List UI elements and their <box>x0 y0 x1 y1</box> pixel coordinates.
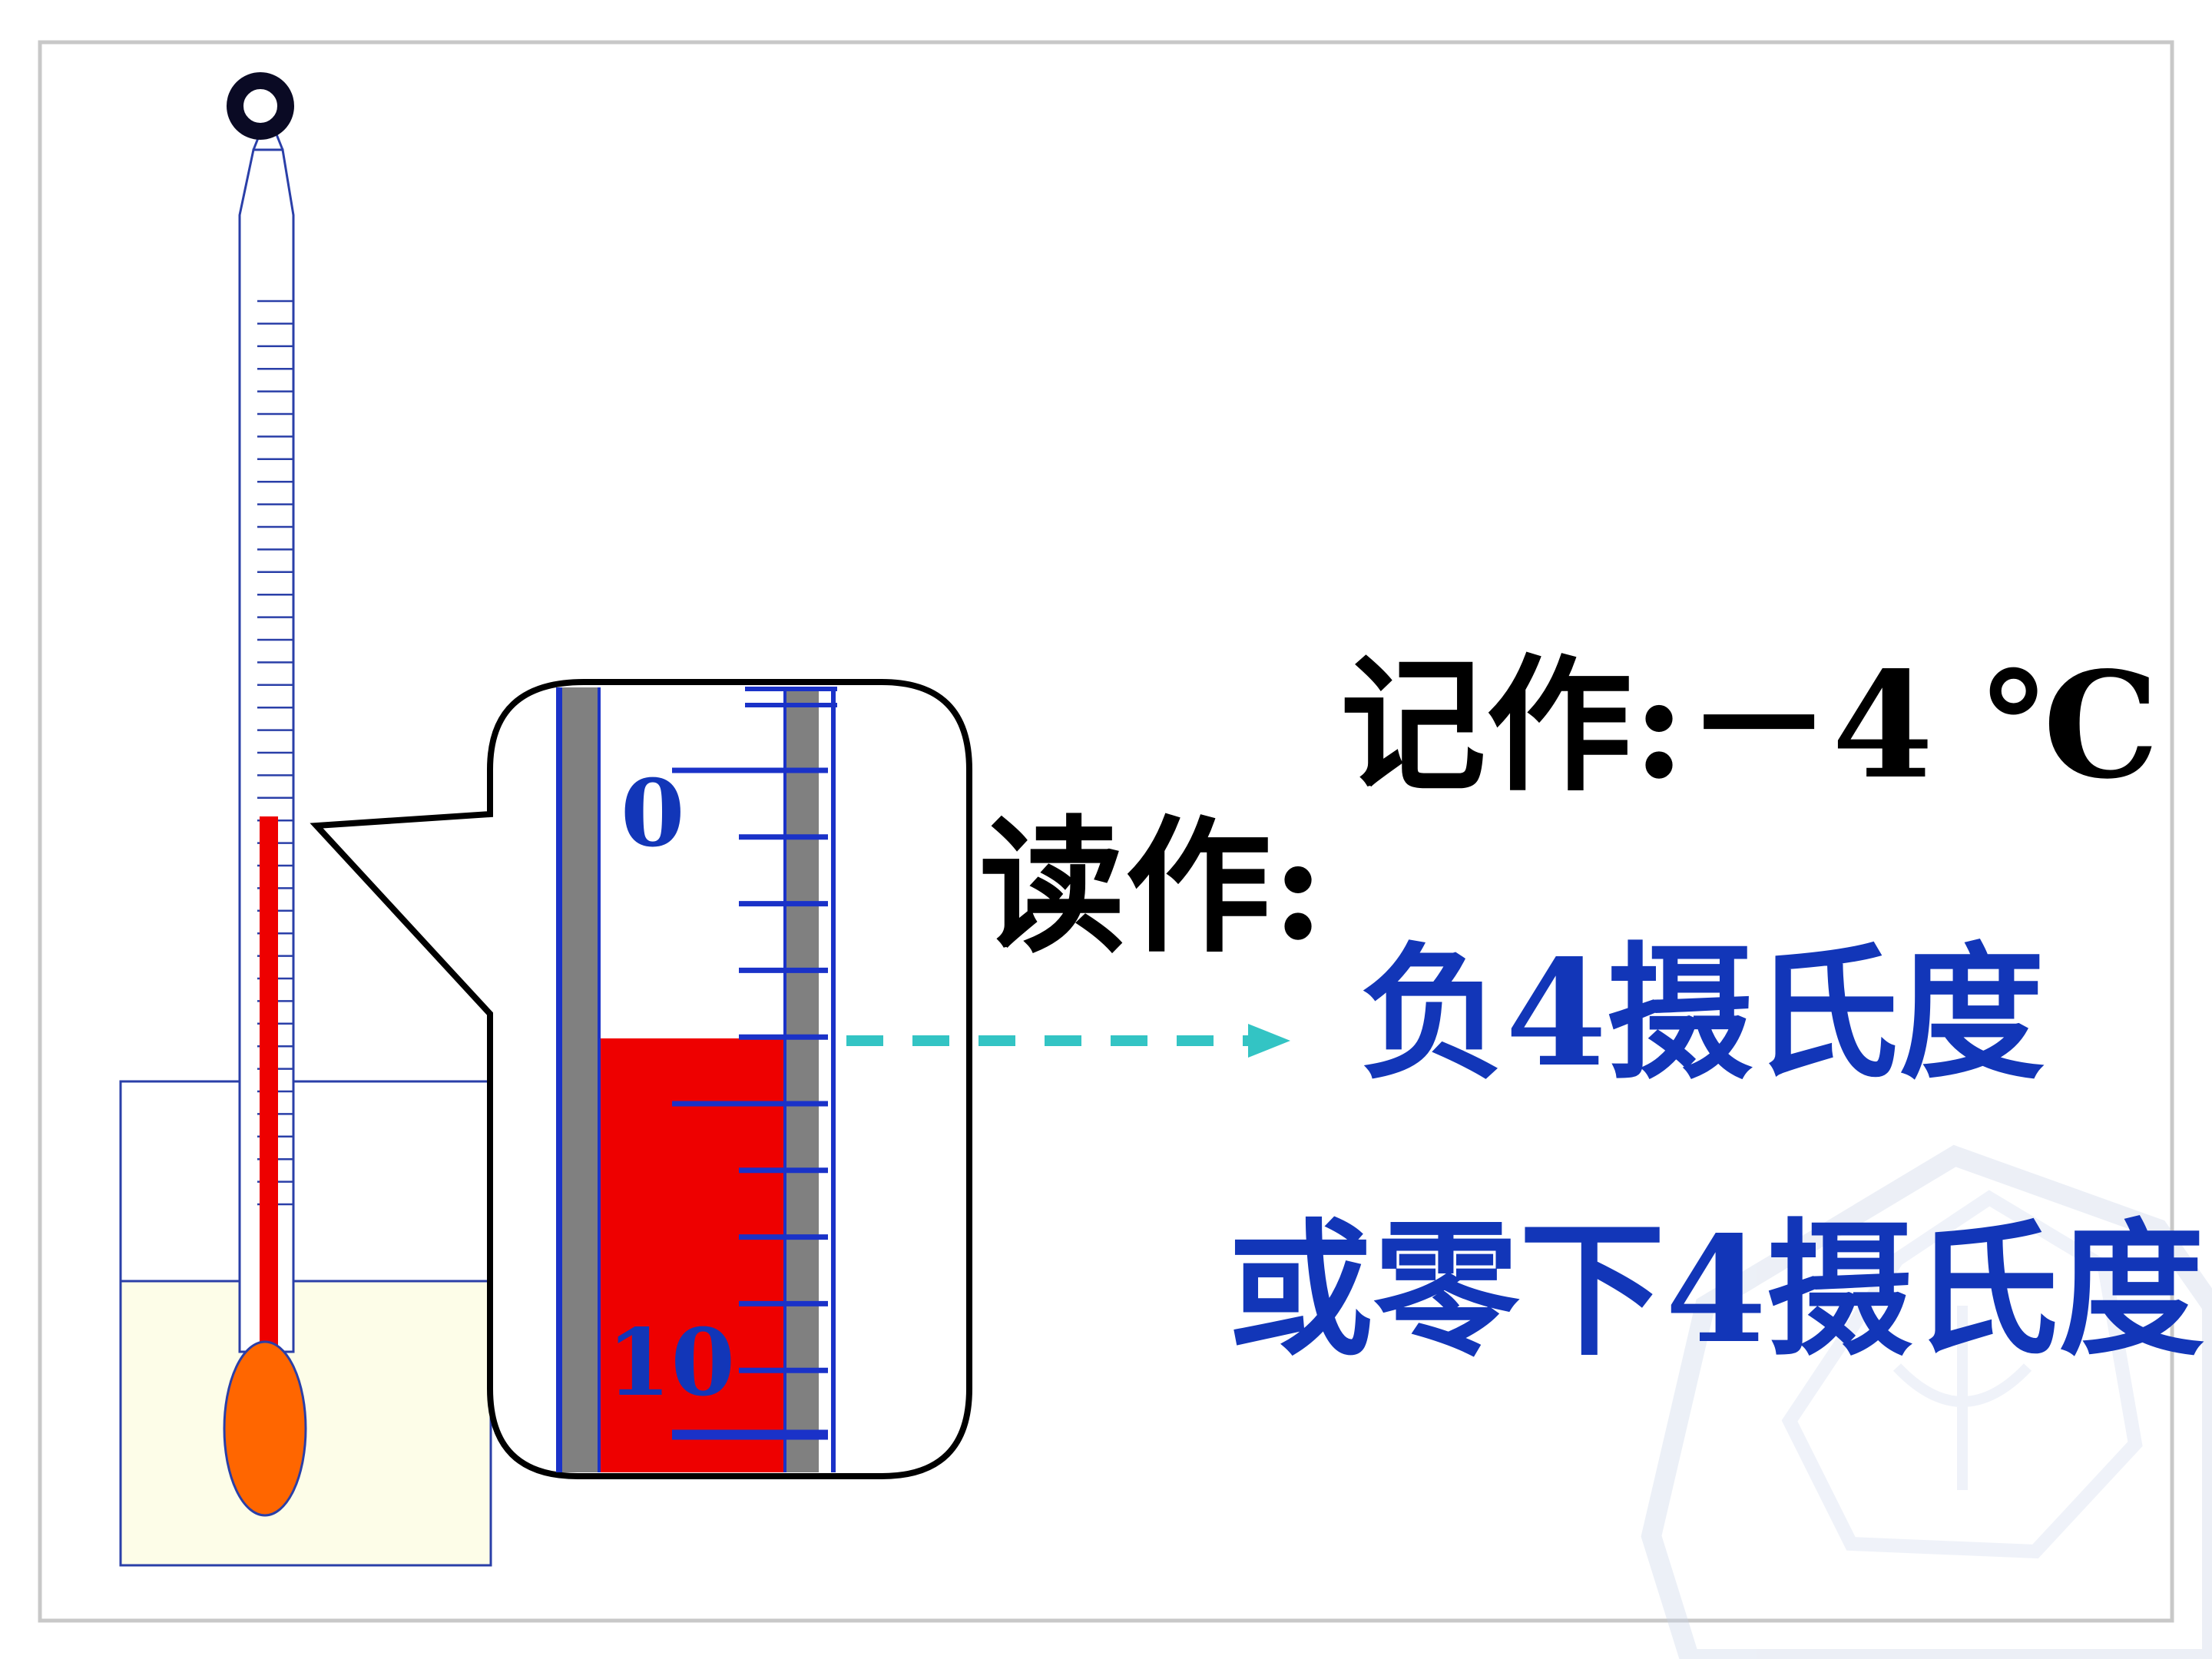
magnified-scale-ticks <box>672 767 828 1440</box>
thermometer-bulb <box>223 1340 307 1517</box>
scale-label-zero: 0 <box>621 760 685 868</box>
magnified-left-wall <box>559 687 599 1472</box>
read-as-prefix: 读作: <box>979 801 1326 972</box>
magnified-liquid <box>599 1038 785 1472</box>
scale-label-ten: 10 <box>607 1309 735 1417</box>
record-as-text: 记作:－4 ℃ <box>1340 640 2160 811</box>
liquid-column <box>260 816 278 1375</box>
reading-arrow-head <box>1248 1024 1290 1058</box>
reading-line-1: 负4摄氏度 <box>1359 928 2045 1099</box>
watermark-logo <box>1641 1144 2212 1659</box>
magnified-right-wall <box>785 687 819 1472</box>
slide-frame <box>38 40 2174 1623</box>
reading-line-2: 或零下4摄氏度 <box>1227 1204 2205 1376</box>
hanging-ring <box>227 72 294 140</box>
